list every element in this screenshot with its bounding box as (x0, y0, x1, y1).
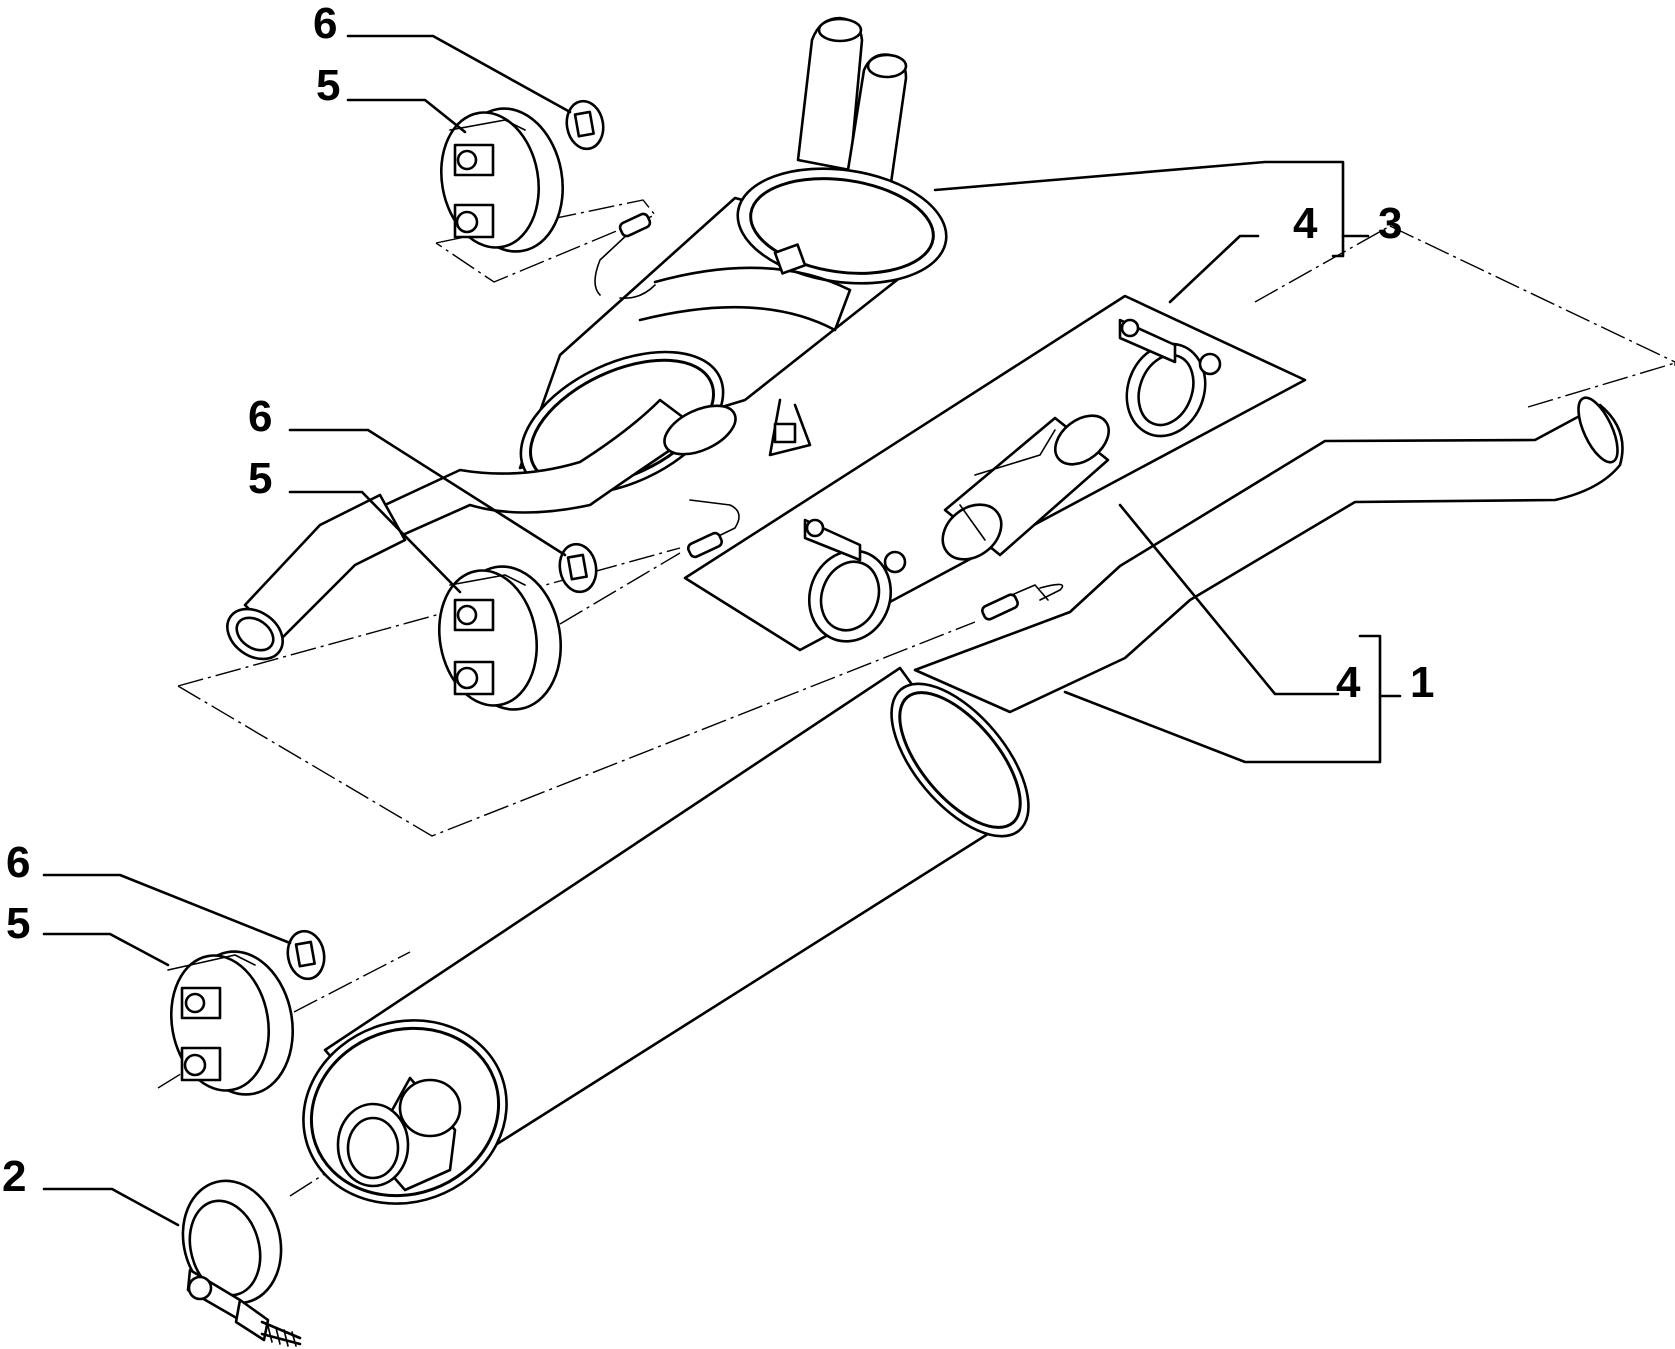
washer-bottom (286, 929, 326, 981)
callout-2: 2 (2, 1152, 26, 1201)
callout-5-mid: 5 (248, 454, 272, 503)
callout-labels: 6 5 6 5 6 5 2 4 3 4 1 (2, 0, 1434, 1201)
callout-5-top: 5 (316, 61, 340, 110)
rear-silencer (226, 16, 948, 661)
rubber-mount-top (439, 107, 565, 253)
callout-6-mid: 6 (248, 392, 272, 441)
callout-4-top: 4 (1293, 199, 1318, 248)
rubber-mount-mid (437, 565, 563, 711)
tailpipe-clamp (181, 1179, 302, 1347)
callout-6-bottom: 6 (6, 838, 30, 887)
callout-5-bottom: 5 (6, 899, 30, 948)
callout-3: 3 (1378, 199, 1402, 248)
callout-4-bottom: 4 (1336, 658, 1361, 707)
callout-1: 1 (1410, 658, 1434, 707)
rubber-mount-bottom (167, 950, 295, 1096)
leader-lines (42, 34, 1402, 1227)
front-pipe-silencer (302, 396, 1624, 1205)
washer-mid (558, 542, 598, 594)
washer-top (565, 99, 605, 151)
connection-kit (683, 294, 1307, 652)
callout-6-top: 6 (313, 0, 337, 48)
